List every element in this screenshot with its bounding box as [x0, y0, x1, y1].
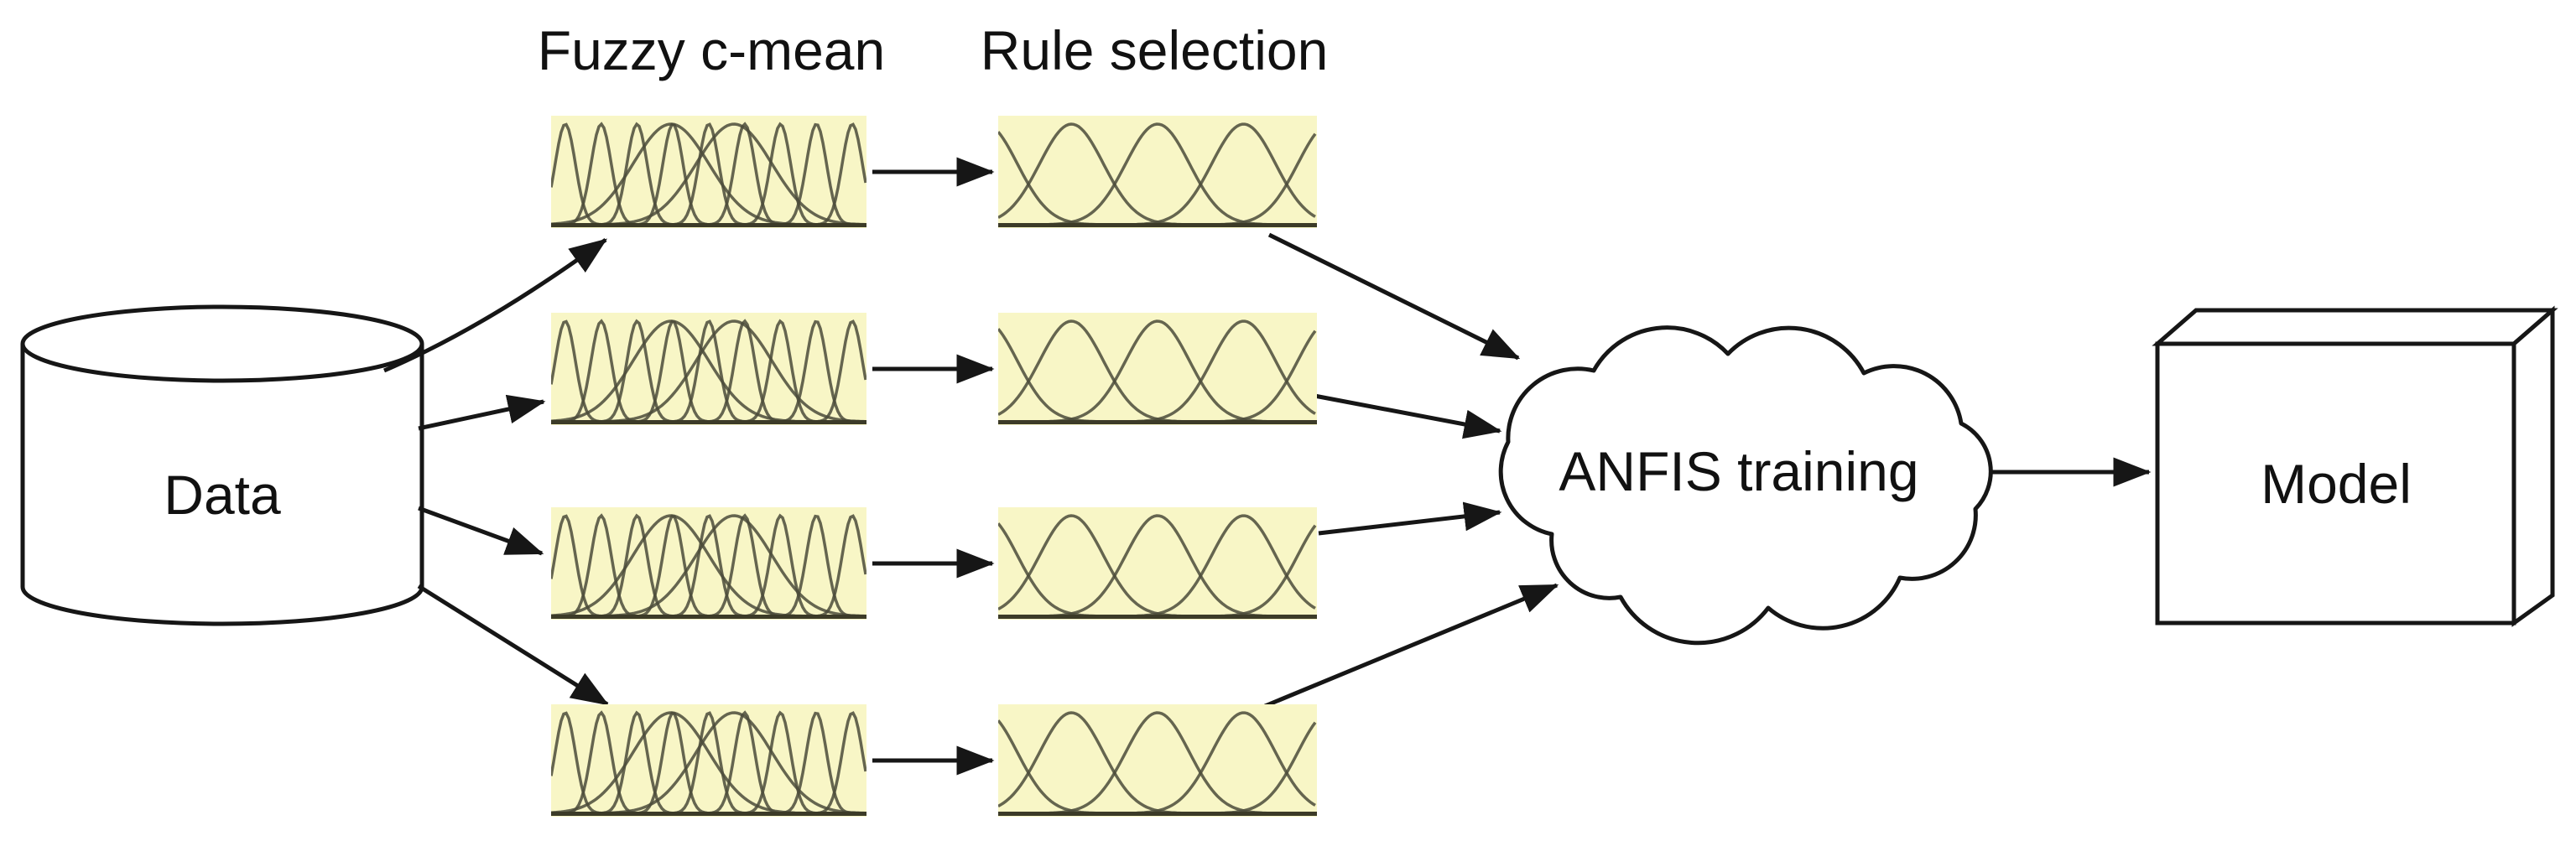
arrow-data-to-fuzzy-3	[418, 506, 544, 556]
arrow-rule-to-anfis-3	[1318, 501, 1502, 536]
arrow-data-to-fuzzy-2	[418, 394, 546, 431]
rule-mf-plot-4	[998, 704, 1317, 817]
rule-mf-plot-2	[998, 313, 1317, 425]
rule-selection-title: Rule selection	[980, 19, 1329, 81]
rule-mf-plot-1	[998, 116, 1317, 228]
fuzzy-c-mean-title: Fuzzy c-mean	[537, 19, 886, 81]
fuzzy-mf-plot-2	[551, 313, 866, 425]
arrow-data-to-fuzzy-4	[417, 584, 610, 707]
model-label: Model	[2261, 453, 2412, 515]
arrow-rule-to-anfis-2	[1314, 393, 1502, 439]
fuzzy-mf-plot-3	[551, 507, 866, 620]
anfis-cloud	[1498, 325, 1993, 646]
arrow-rule-to-anfis-4	[1264, 583, 1559, 709]
rule-mf-plot-3	[998, 507, 1317, 620]
data-label: Data	[164, 464, 281, 526]
fuzzy-mf-plot-4	[551, 704, 866, 817]
arrow-data-to-fuzzy-1	[383, 237, 608, 373]
model-box-3d	[2152, 305, 2558, 627]
arrow-rule-to-anfis-1	[1267, 232, 1521, 361]
anfis-training-label: ANFIS training	[1559, 440, 1919, 502]
fuzzy-mf-plot-1	[551, 116, 866, 228]
data-cylinder	[20, 304, 424, 626]
